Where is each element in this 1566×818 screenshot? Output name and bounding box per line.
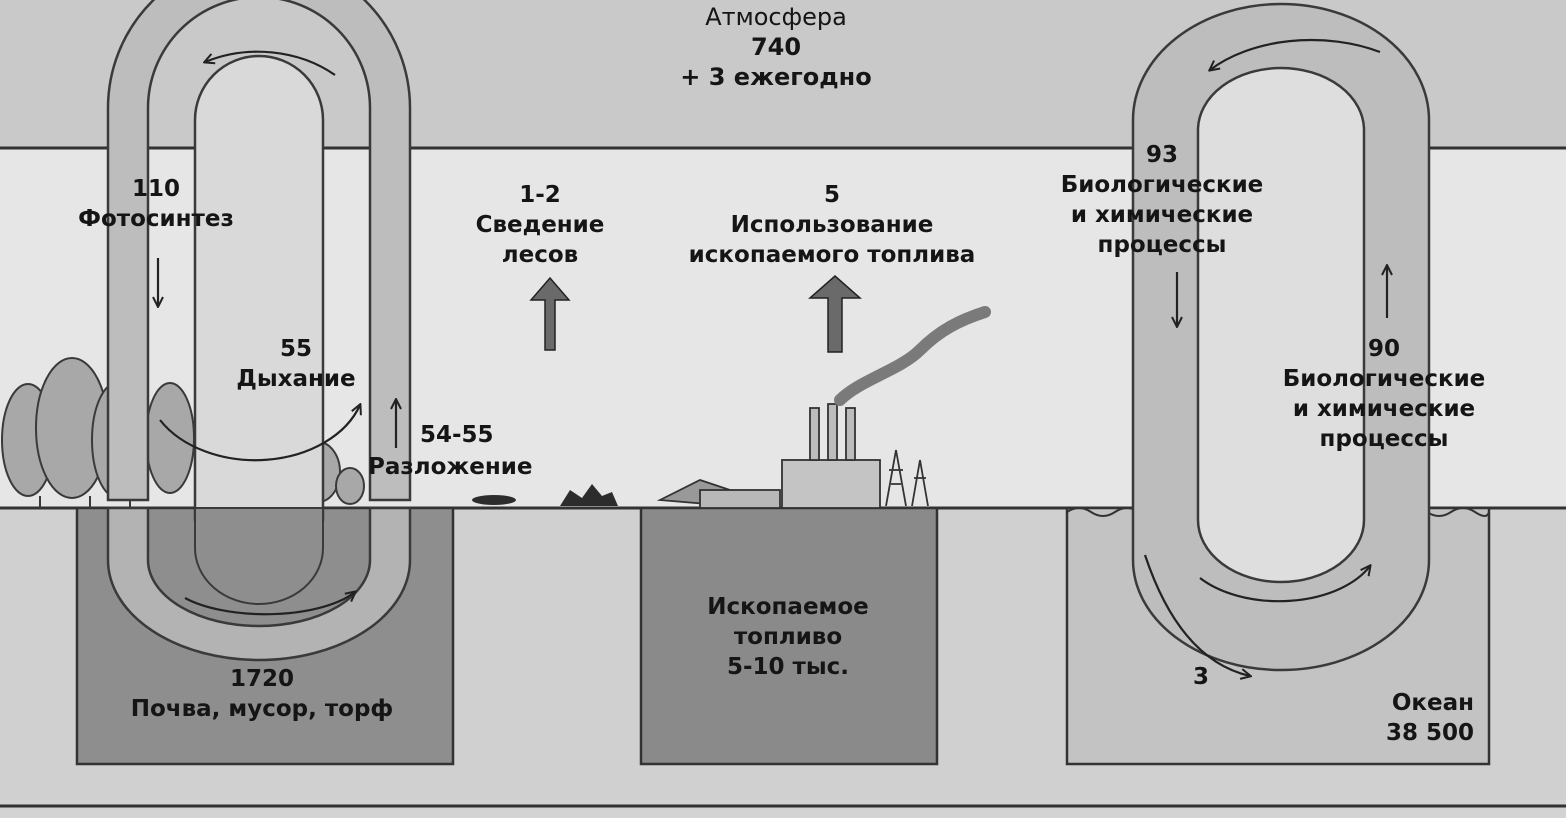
fossil-line1: Ископаемое (707, 594, 869, 620)
ocean-uptake-line2: и химические (1070, 202, 1254, 228)
photosynthesis-value: 110 (131, 176, 180, 202)
power-plant-illustration (656, 306, 991, 509)
decomposition-text: Разложение (368, 454, 533, 480)
deep-ocean-transfer-value: 3 (1193, 664, 1210, 690)
ocean-uptake-value: 93 (1145, 142, 1179, 168)
fossil-line2: топливо (733, 624, 843, 650)
respiration-text: Дыхание (236, 366, 356, 392)
ocean-release-line2: и химические (1292, 396, 1476, 422)
ocean-release-value: 90 (1367, 336, 1401, 362)
ocean-text: Океан (1391, 690, 1474, 716)
fossil-fuel-use-line1: Использование (730, 212, 934, 238)
ocean-amount: 38 500 (1385, 720, 1474, 746)
deforestation-line2: лесов (501, 242, 579, 268)
fossil-fuel-arrow (808, 275, 862, 353)
fossil-line3: 5-10 тыс. (726, 654, 850, 680)
deforestation-arrow (529, 276, 571, 351)
deforestation-line1: Сведение (475, 212, 605, 238)
land-cycle-loop (106, 0, 412, 662)
fossil-fuel-use-label: 5 Использование ископаемого топлива (689, 180, 976, 270)
ocean-uptake-line1: Биологические (1060, 172, 1264, 198)
ocean-cycle-loop (1131, 2, 1431, 672)
photosynthesis-text: Фотосинтез (78, 206, 234, 232)
fossil-fuel-use-value: 5 (823, 182, 841, 208)
deforestation-label: 1-2 Сведение лесов (476, 180, 605, 270)
photosynthesis-label: 110 Фотосинтез (78, 174, 234, 234)
fossil-fuel-use-line2: ископаемого топлива (688, 242, 976, 268)
ocean-reservoir-label: Океан 38 500 (1340, 688, 1474, 748)
atmosphere-name: Атмосфера (705, 3, 847, 31)
fossil-fuel-reservoir (639, 506, 939, 766)
atmosphere-label: Атмосфера 740 + 3 ежегодно (680, 2, 871, 92)
decomposition-value: 54-55 (420, 422, 494, 448)
ocean-release-line1: Биологические (1282, 366, 1486, 392)
atmosphere-annual-increase: + 3 ежегодно (680, 63, 872, 91)
ocean-uptake-line3: процессы (1097, 232, 1227, 258)
ocean-release-label: 90 Биологические и химические процессы (1283, 334, 1486, 454)
atmosphere-amount: 740 (750, 33, 802, 61)
respiration-label: 55 Дыхание (236, 334, 355, 394)
soil-text: Почва, мусор, торф (130, 696, 394, 722)
ocean-release-line3: процессы (1319, 426, 1449, 452)
soil-reservoir-label: 1720 Почва, мусор, торф (131, 664, 394, 724)
land-loop-arrows (159, 50, 360, 616)
soil-amount: 1720 (229, 666, 295, 692)
respiration-value: 55 (279, 336, 312, 362)
burning-debris (472, 484, 618, 506)
ocean-loop-arrows (1143, 38, 1381, 676)
fossil-reservoir-label: Ископаемое топливо 5-10 тыс. (707, 592, 869, 682)
deforestation-value: 1-2 (519, 182, 561, 208)
ocean-uptake-label: 93 Биологические и химические процессы (1061, 140, 1264, 260)
